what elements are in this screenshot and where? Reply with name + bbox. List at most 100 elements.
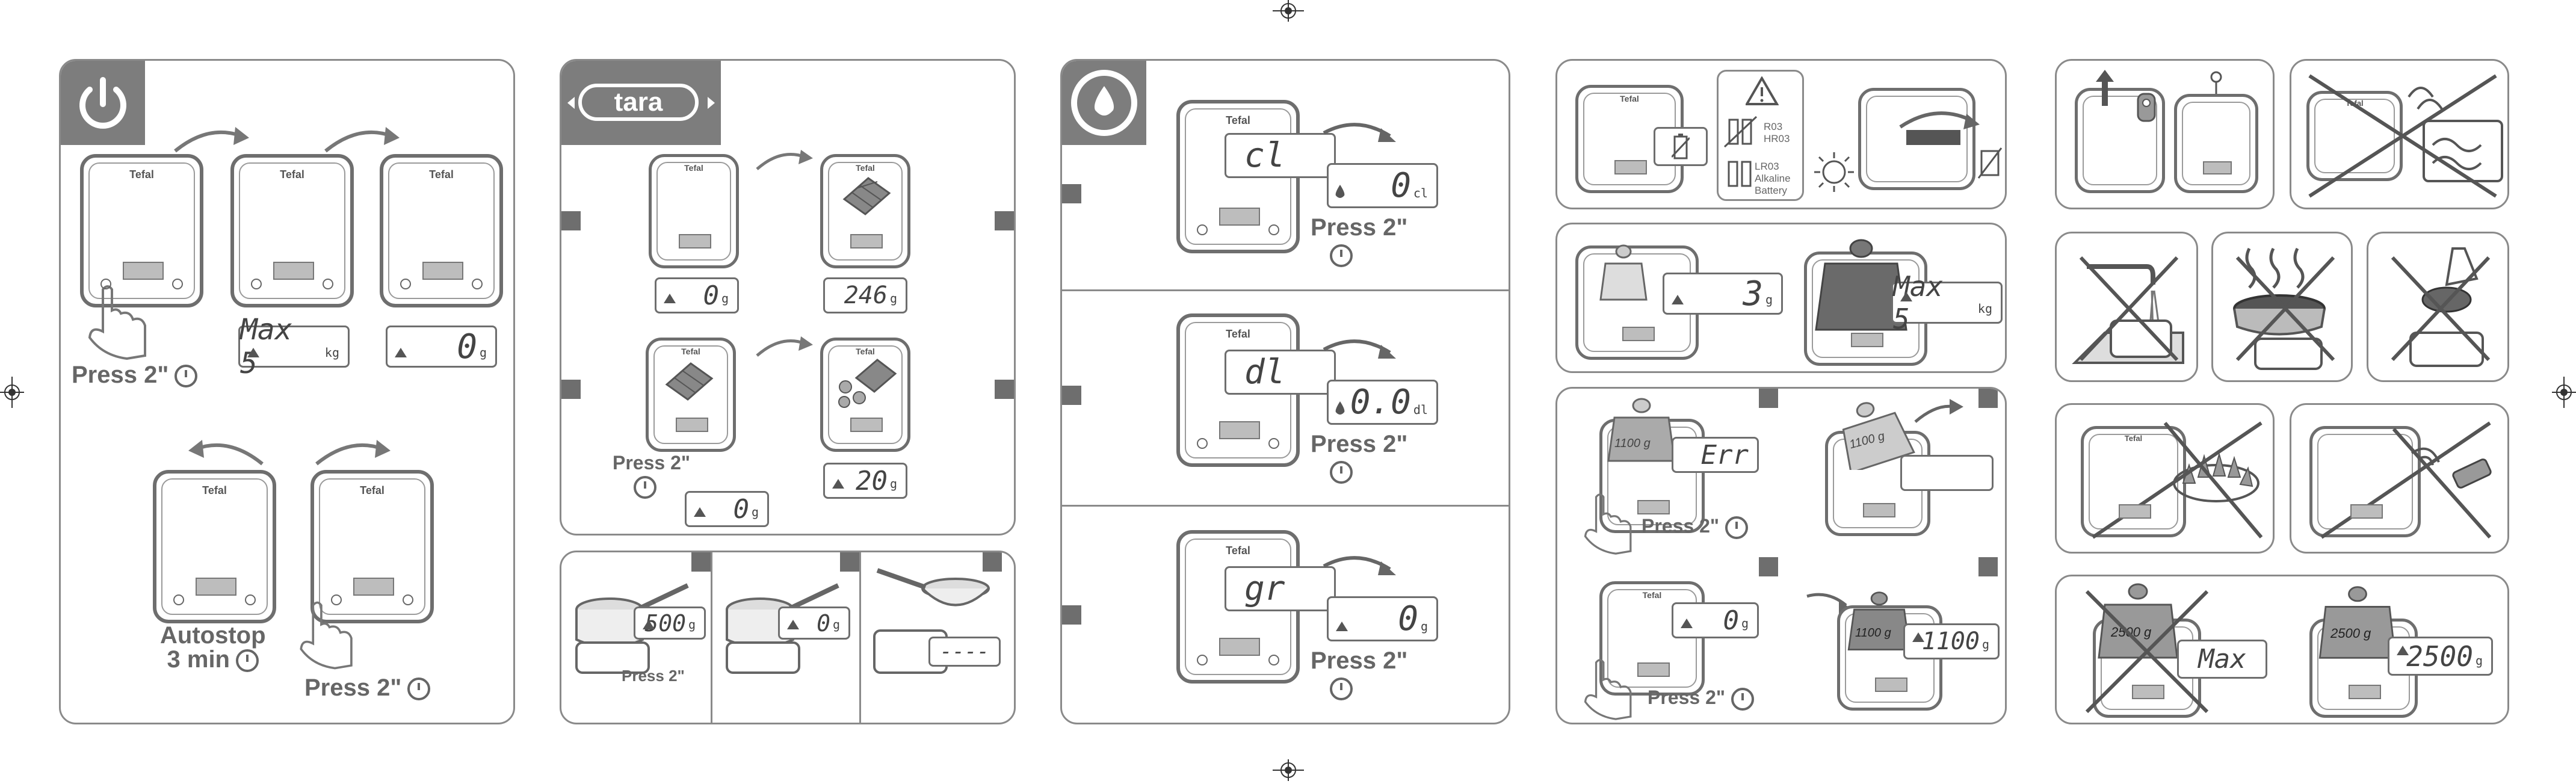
marker-square — [561, 211, 581, 230]
unit-button[interactable] — [472, 279, 483, 289]
panel-no-water — [2055, 232, 2198, 382]
lcd-value: ---- — [940, 640, 989, 664]
battery-type-line: Alkaline — [1755, 173, 1791, 184]
scale-display — [1637, 500, 1670, 514]
lcd-value: Err — [1700, 439, 1749, 471]
unit-button[interactable] — [172, 279, 183, 289]
scale-autostop: Tefal — [153, 470, 276, 623]
registration-mark-left — [0, 377, 24, 408]
unit-button[interactable] — [403, 594, 413, 605]
lcd-unit: g — [2475, 653, 2483, 668]
unit-button[interactable] — [323, 279, 333, 289]
finger-press-icon — [88, 285, 146, 360]
divider — [711, 552, 712, 723]
recycle-sticker-icon — [1814, 152, 1854, 192]
press-text: Press 2" — [1642, 515, 1720, 537]
timer-icon — [1330, 461, 1353, 484]
press-text: Press 2" — [1311, 647, 1408, 674]
pot-on-scale-icon — [575, 583, 689, 674]
divider — [1062, 505, 1509, 507]
stable-indicator-icon — [1681, 619, 1693, 628]
arrow-right-icon — [756, 150, 813, 170]
lcd-value: 0 — [1398, 599, 1418, 638]
battery-pair-icon — [1728, 161, 1752, 187]
lcd-unit: g — [1741, 616, 1749, 631]
divider — [859, 552, 861, 723]
lcd-unit: g — [721, 291, 729, 306]
timer-icon — [634, 476, 656, 499]
weight-label: 1100 g — [1614, 437, 1651, 450]
prohibited-cross-icon — [2079, 256, 2179, 362]
battery-type-line: HR03 — [1764, 133, 1790, 144]
arrow-right-icon — [324, 127, 400, 153]
press-label: Press 2" — [72, 362, 198, 389]
scale-display — [122, 262, 164, 280]
brand-logo: Tefal — [2124, 434, 2143, 443]
lcd-mode: cl — [1225, 133, 1336, 178]
marker-square — [1062, 184, 1081, 203]
hang-hook-icon — [2096, 70, 2156, 122]
unit-button[interactable] — [1268, 655, 1279, 665]
power-button[interactable] — [331, 594, 342, 605]
brand-logo: Tefal — [129, 168, 154, 181]
lcd-unit: g — [688, 617, 696, 632]
weight-icon — [1847, 591, 1911, 651]
power-button[interactable] — [100, 279, 111, 289]
lcd-max: Max — [2177, 640, 2267, 679]
small-weight-icon — [1599, 244, 1648, 301]
power-button[interactable] — [251, 279, 262, 289]
lcd-unit: g — [1420, 619, 1428, 634]
chocolate-bar-icon — [842, 177, 891, 215]
scale-display — [1862, 503, 1895, 517]
panel-no-phone — [2290, 403, 2509, 554]
marker-square — [1062, 605, 1081, 625]
scale-display — [2349, 685, 2381, 699]
scale-battery-low: Tefal — [1575, 85, 1684, 193]
unit-button[interactable] — [1268, 224, 1279, 235]
power-button[interactable] — [173, 594, 184, 605]
power-button[interactable] — [1197, 438, 1208, 449]
timer-icon — [1725, 516, 1749, 539]
lcd-unit: g — [751, 505, 759, 519]
scale-display — [850, 234, 883, 248]
timer-icon — [175, 365, 198, 388]
press-text: Press 2" — [1311, 431, 1408, 457]
marker-square — [1978, 389, 1998, 408]
marker-square — [983, 552, 1002, 572]
stable-indicator-icon — [1900, 292, 1912, 301]
lcd-unit: g — [1765, 292, 1773, 307]
stable-indicator-icon — [787, 620, 799, 629]
lcd-battery-icon — [1654, 127, 1708, 166]
heavy-weight-icon — [1815, 239, 1907, 331]
scale-manual-off: Tefal — [310, 470, 434, 623]
arrow-right-icon — [1323, 123, 1396, 142]
unit-button[interactable] — [245, 594, 256, 605]
hanging-icon — [2210, 71, 2222, 94]
lcd-unit: g — [832, 617, 840, 632]
power-button[interactable] — [1197, 655, 1208, 665]
scale-display — [353, 578, 394, 596]
scale-display — [273, 262, 314, 280]
stable-indicator-icon — [247, 348, 259, 357]
battery-type-line: LR03 — [1755, 161, 1779, 172]
power-button[interactable] — [400, 279, 411, 289]
brand-logo: Tefal — [1620, 94, 1639, 103]
unit-button[interactable] — [1268, 438, 1279, 449]
power-button[interactable] — [1197, 224, 1208, 235]
stable-indicator-icon — [395, 348, 407, 357]
timer-icon — [1330, 678, 1353, 700]
scale-reset: Tefal — [1599, 581, 1705, 696]
marker-square — [995, 380, 1014, 399]
